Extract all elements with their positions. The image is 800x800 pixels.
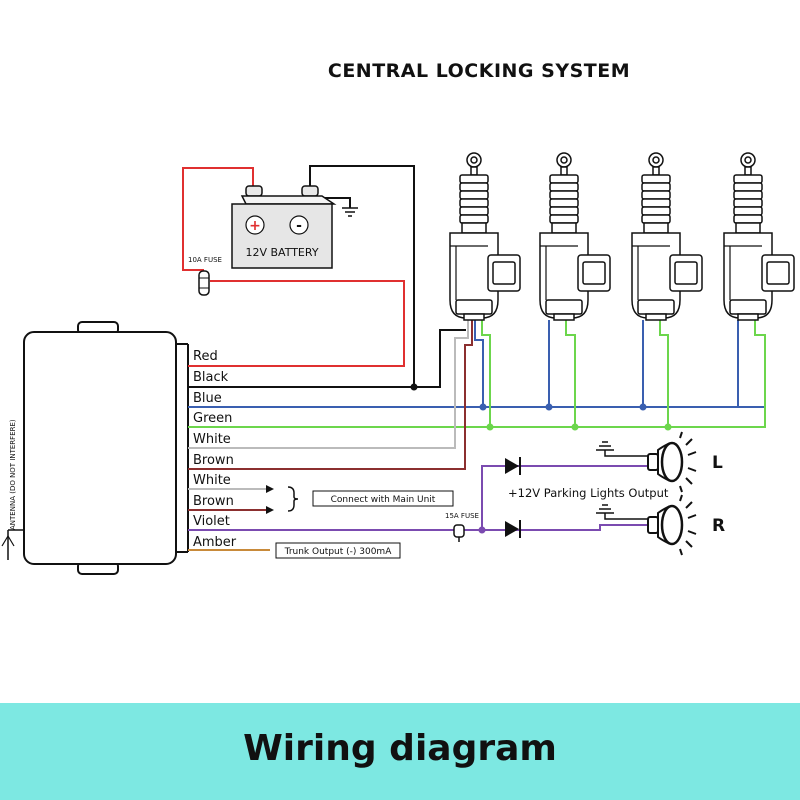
battery xyxy=(231,185,337,269)
ground-icon xyxy=(596,441,648,457)
antenna-label: ANTENNA (DO NOT INTERFERE) xyxy=(9,419,17,530)
wire-label-brown: Brown xyxy=(193,453,234,468)
wire-green xyxy=(188,320,766,431)
fuse-15a-label: 15A FUSE xyxy=(445,512,479,520)
door-lock-actuator-icon xyxy=(631,152,703,321)
wire-label-green: Green xyxy=(193,411,232,426)
wire-blue xyxy=(188,320,765,411)
wire-label-amber: Amber xyxy=(193,535,237,550)
connect-brace xyxy=(287,486,299,512)
lamp-icon xyxy=(647,431,697,493)
battery-minus: - xyxy=(296,218,302,234)
fuse-10a-icon xyxy=(198,270,210,296)
lamp-icon xyxy=(647,494,697,556)
connect-note: Connect with Main Unit xyxy=(331,495,436,505)
footer-title: Wiring diagram xyxy=(243,728,557,769)
wire-label-white: White xyxy=(193,432,231,447)
diode-icon xyxy=(505,520,521,538)
wire-label-violet: Violet xyxy=(193,514,230,529)
wire-black xyxy=(188,165,466,391)
wire-violet xyxy=(188,465,648,534)
trunk-note-box xyxy=(275,542,401,559)
battery-plus: + xyxy=(249,218,261,234)
footer-banner: Wiring diagram xyxy=(0,703,800,800)
wire-label-white-2: White xyxy=(193,473,231,488)
fuse-15a-icon xyxy=(453,524,465,542)
connect-note-box xyxy=(312,490,454,507)
lamp-left-label: L xyxy=(712,453,723,473)
diode-icon xyxy=(505,457,521,475)
wire-white xyxy=(188,320,469,449)
wire-label-blue: Blue xyxy=(193,391,222,406)
door-lock-actuator-icon xyxy=(723,152,795,321)
door-lock-actuator-icon xyxy=(539,152,611,321)
ground-icon xyxy=(342,207,358,217)
wiring-diagram: ANTENNA (DO NOT INTERFERE) Red Black Blu… xyxy=(1,152,795,575)
fuse-10a-label: 10A FUSE xyxy=(188,256,222,264)
antenna: ANTENNA (DO NOT INTERFERE) xyxy=(1,419,24,560)
battery-label: 12V BATTERY xyxy=(245,246,318,259)
wire-brown xyxy=(188,320,473,470)
wire-label-brown-2: Brown xyxy=(193,494,234,509)
diagram-title: CENTRAL LOCKING SYSTEM xyxy=(327,60,631,82)
wire-white-2 xyxy=(188,485,274,493)
trunk-note: Trunk Output (-) 300mA xyxy=(284,547,393,557)
wire-labels: Red Black Blue Green White Brown White B… xyxy=(193,349,237,550)
wire-label-red: Red xyxy=(193,349,218,364)
control-unit xyxy=(23,321,189,575)
lamp-right-label: R xyxy=(712,516,725,536)
ground-icon xyxy=(596,504,648,520)
door-lock-actuator-icon xyxy=(449,152,521,321)
wire-red xyxy=(182,167,405,367)
wire-brown-2 xyxy=(188,506,274,514)
wire-label-black: Black xyxy=(193,370,229,385)
parking-lights-label: +12V Parking Lights Output xyxy=(508,486,669,500)
